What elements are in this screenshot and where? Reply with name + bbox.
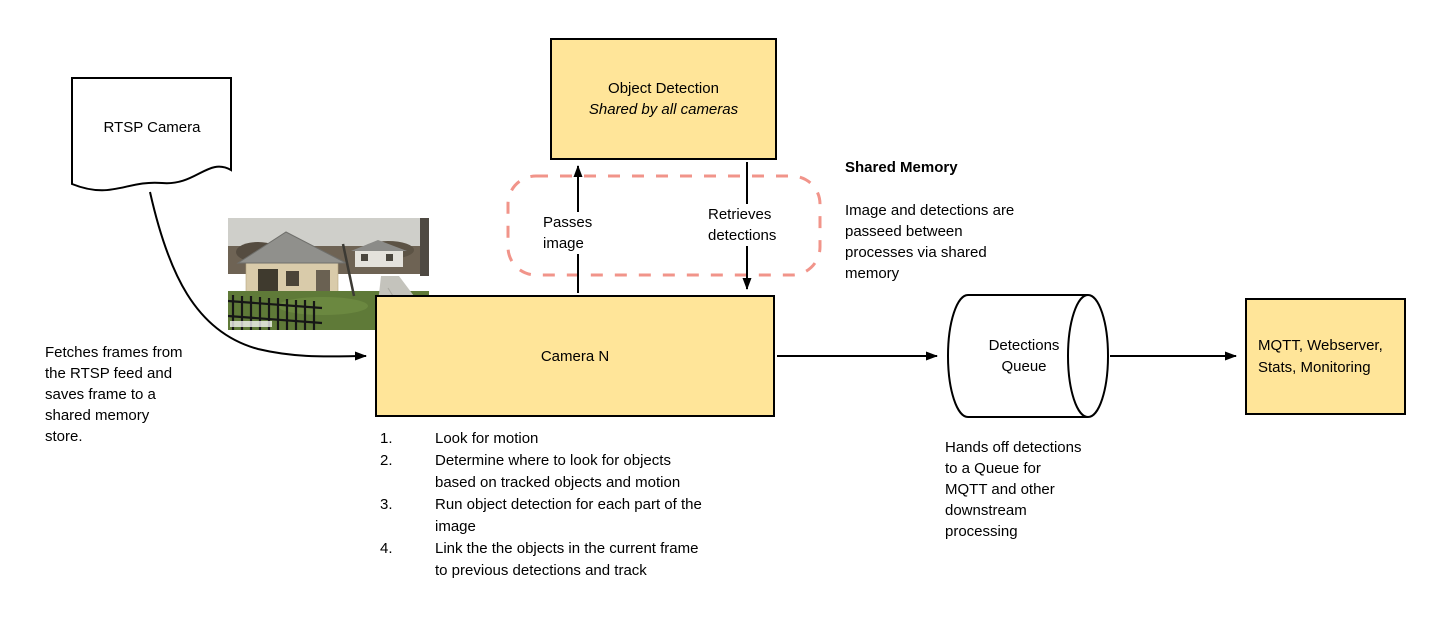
camera-step: Look for motion xyxy=(435,430,539,447)
shared-memory-boundary xyxy=(506,174,822,277)
snapshot-fence xyxy=(228,295,323,330)
camera-snapshot-image xyxy=(228,218,429,330)
camera-n-steps: Look for motion Determine where to look … xyxy=(380,428,780,582)
rtsp-camera-label: RTSP Camera xyxy=(103,118,201,136)
camera-n-label: Camera N xyxy=(540,347,610,365)
snapshot-garage xyxy=(236,231,347,297)
camera-step: Determine where to look for objects base… xyxy=(435,452,681,491)
outputs-label: MQTT, Webserver, Stats, Monitoring xyxy=(1258,336,1383,376)
snapshot-pole xyxy=(341,243,356,297)
rtsp-to-camera-arrow xyxy=(149,191,367,361)
object-detection-node: Object Detection Shared by all cameras xyxy=(550,38,777,160)
snapshot-timestamp-overlay xyxy=(230,321,272,327)
detections-queue-shape xyxy=(947,294,1109,418)
outputs-node: MQTT, Webserver, Stats, Monitoring xyxy=(1245,298,1406,415)
snapshot-background-house xyxy=(351,240,407,267)
rtsp-camera-shape xyxy=(71,77,232,192)
camera-n-node: Camera N xyxy=(375,295,775,417)
shared-memory-note-title: Shared Memory xyxy=(845,159,958,176)
shared-memory-note: Shared Memory Image and detections are p… xyxy=(845,136,1060,305)
retrieves-detections-label: Retrieves detections xyxy=(706,204,779,246)
detections-queue-label: Detections Queue xyxy=(988,337,1060,375)
snapshot-porch-post xyxy=(420,218,429,276)
object-detection-title: Object Detection xyxy=(608,80,719,97)
handoff-note: Hands off detections to a Queue for MQTT… xyxy=(945,439,1082,540)
object-detection-subtitle: Shared by all cameras xyxy=(588,101,739,118)
fetch-frames-note: Fetches frames from the RTSP feed and sa… xyxy=(45,344,183,445)
camera-step: Link the the objects in the current fram… xyxy=(435,540,699,579)
passes-image-label: Passes image xyxy=(541,212,595,254)
shared-memory-note-body: Image and detections are passeed between… xyxy=(845,202,1015,282)
camera-step: Run object detection for each part of th… xyxy=(435,496,702,535)
